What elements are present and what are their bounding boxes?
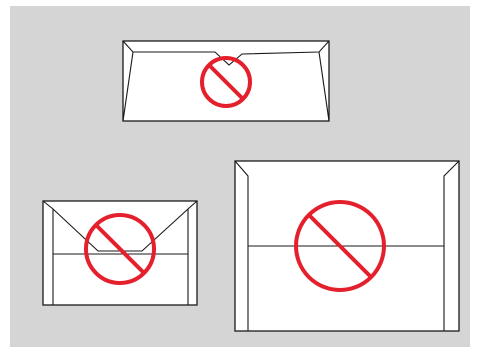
envelope-large-side-seams: [235, 161, 459, 331]
envelope-diagram: [10, 6, 470, 347]
envelope-small-flap: [43, 201, 197, 305]
envelope-long-flap: [123, 41, 329, 121]
envelope-diagram-panel: [10, 6, 470, 347]
